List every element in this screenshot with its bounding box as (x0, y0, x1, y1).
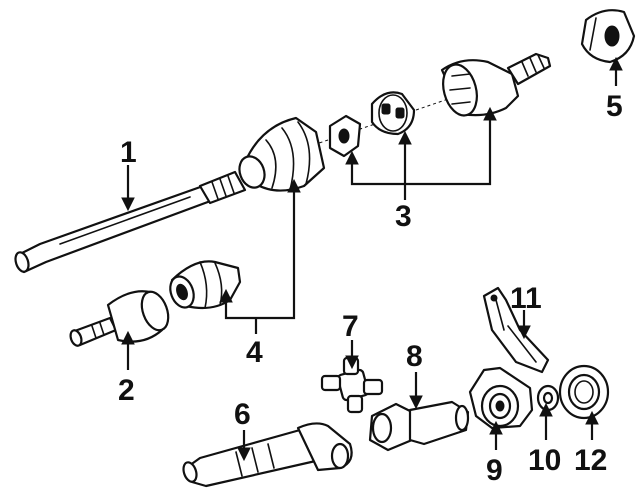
callout-2: 2 (118, 374, 135, 407)
callout-1: 1 (120, 136, 137, 169)
inner-boot (169, 260, 242, 310)
callout-8: 8 (406, 340, 423, 373)
callout-4: 4 (246, 336, 263, 369)
callout-3: 3 (395, 200, 412, 233)
callout-11: 11 (510, 282, 542, 315)
leader-lines (121, 56, 623, 462)
mounting-bracket (482, 286, 550, 374)
callout-6: 6 (234, 398, 251, 431)
drive-shaft-rear (368, 400, 470, 452)
universal-joint-cross (320, 356, 384, 414)
outer-boot (238, 116, 326, 192)
cv-cage (370, 91, 416, 136)
seal-ring (558, 364, 610, 420)
callout-5: 5 (606, 90, 623, 123)
callout-9: 9 (486, 454, 503, 487)
washer (536, 384, 560, 412)
axle-shaft (14, 170, 247, 274)
drive-shaft-front (182, 422, 353, 488)
callout-10: 10 (528, 444, 561, 477)
callout-7: 7 (342, 310, 359, 343)
inner-cv-joint (69, 290, 170, 347)
cv-outer-housing (440, 52, 552, 117)
cv-inner-race (328, 114, 362, 158)
callout-12: 12 (574, 444, 607, 477)
axle-nut (580, 9, 636, 64)
center-bearing-support (468, 366, 534, 430)
